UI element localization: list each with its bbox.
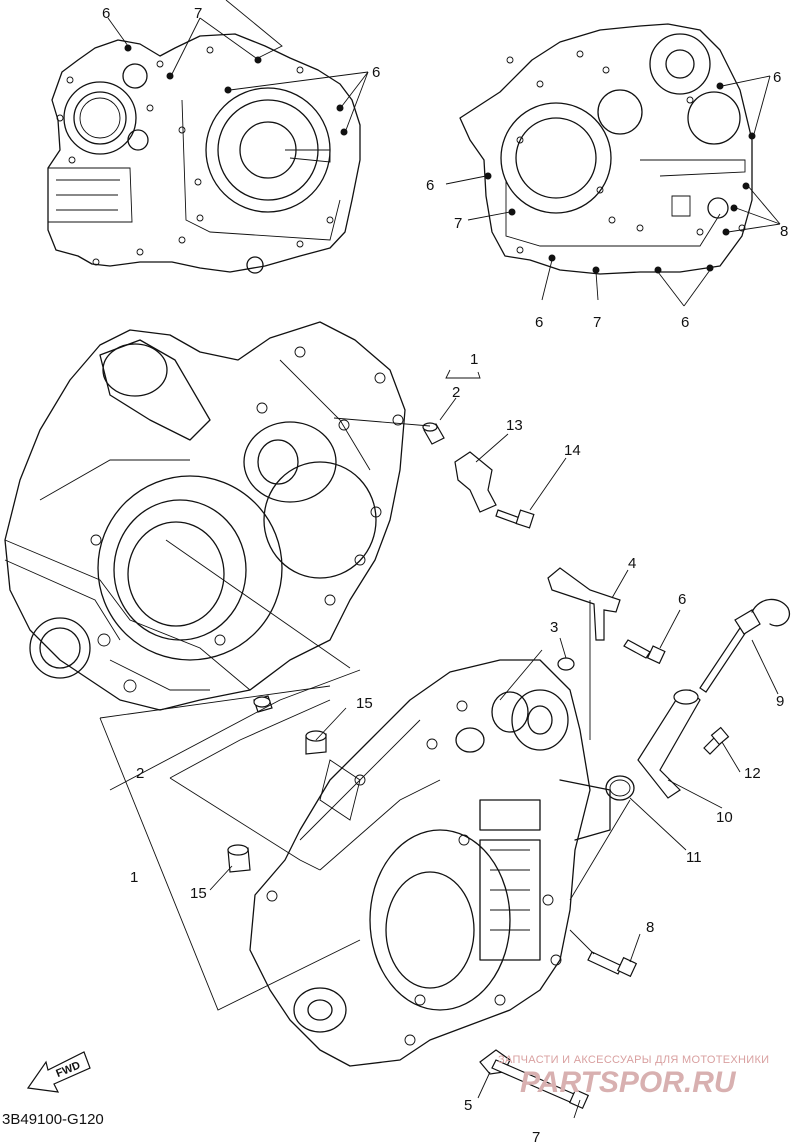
callout-7: 7 bbox=[194, 5, 202, 22]
callout-15: 15 bbox=[190, 885, 207, 902]
callout-5: 5 bbox=[464, 1097, 472, 1114]
callout-9: 9 bbox=[776, 693, 784, 710]
part-plate-13 bbox=[454, 451, 497, 513]
callout-15: 15 bbox=[356, 695, 373, 712]
callout-1: 1 bbox=[130, 869, 138, 886]
part-bolt-6 bbox=[623, 639, 666, 665]
part-filler-tube-10 bbox=[637, 689, 701, 799]
callout-6: 6 bbox=[535, 314, 543, 331]
callout-14: 14 bbox=[564, 442, 581, 459]
callout-6: 6 bbox=[102, 5, 110, 22]
left-crankcase-half bbox=[4, 321, 406, 711]
part-dowel-15-top bbox=[305, 730, 327, 755]
callout-2: 2 bbox=[136, 765, 144, 782]
part-bolt-12 bbox=[703, 726, 730, 755]
top-right-crankcase-view bbox=[445, 23, 781, 307]
callout-1: 1 bbox=[470, 351, 478, 368]
callout-2: 2 bbox=[452, 384, 460, 401]
right-crankcase-half bbox=[249, 659, 611, 1067]
part-dowel-2-left bbox=[253, 695, 273, 713]
callout-3: 3 bbox=[550, 619, 558, 636]
part-bolt-14 bbox=[495, 509, 535, 529]
watermark-logo: PARTSPOR.RU bbox=[520, 1066, 737, 1099]
callout-8: 8 bbox=[780, 223, 788, 240]
part-dipstick-9 bbox=[699, 598, 791, 693]
part-o-ring-11 bbox=[605, 775, 635, 801]
callout-12: 12 bbox=[744, 765, 761, 782]
part-dowel-pin-2-top bbox=[422, 422, 445, 445]
callout-11: 11 bbox=[686, 849, 702, 866]
diagram-code: 3B49100-G120 bbox=[2, 1111, 104, 1128]
callout-6: 6 bbox=[681, 314, 689, 331]
callout-numbers: 6 7 6 6 6 7 8 6 7 6 1 2 13 14 4 6 3 9 15… bbox=[102, 5, 788, 1145]
callout-13: 13 bbox=[506, 417, 523, 434]
callout-6: 6 bbox=[426, 177, 434, 194]
part-bolt-7 bbox=[491, 1059, 590, 1110]
callout-10: 10 bbox=[716, 809, 733, 826]
watermark-tagline: ЗАПЧАСТИ И АКСЕССУАРЫ ДЛЯ МОТОТЕХНИКИ bbox=[498, 1054, 769, 1066]
part-bracket-4 bbox=[547, 567, 621, 641]
callout-6: 6 bbox=[773, 69, 781, 86]
callout-7: 7 bbox=[454, 215, 462, 232]
callout-6: 6 bbox=[678, 591, 686, 608]
callout-6: 6 bbox=[372, 64, 380, 81]
top-left-crankcase-view bbox=[47, 0, 369, 274]
part-dowel-3 bbox=[557, 657, 575, 671]
fwd-arrow-icon: FWD bbox=[26, 1051, 91, 1093]
callout-8: 8 bbox=[646, 919, 654, 936]
callout-7: 7 bbox=[532, 1129, 540, 1145]
part-bolt-8 bbox=[587, 951, 638, 978]
part-dowel-15-bottom bbox=[227, 844, 251, 873]
callout-4: 4 bbox=[628, 555, 636, 572]
leader-lines bbox=[99, 369, 779, 1119]
callout-7: 7 bbox=[593, 314, 601, 331]
